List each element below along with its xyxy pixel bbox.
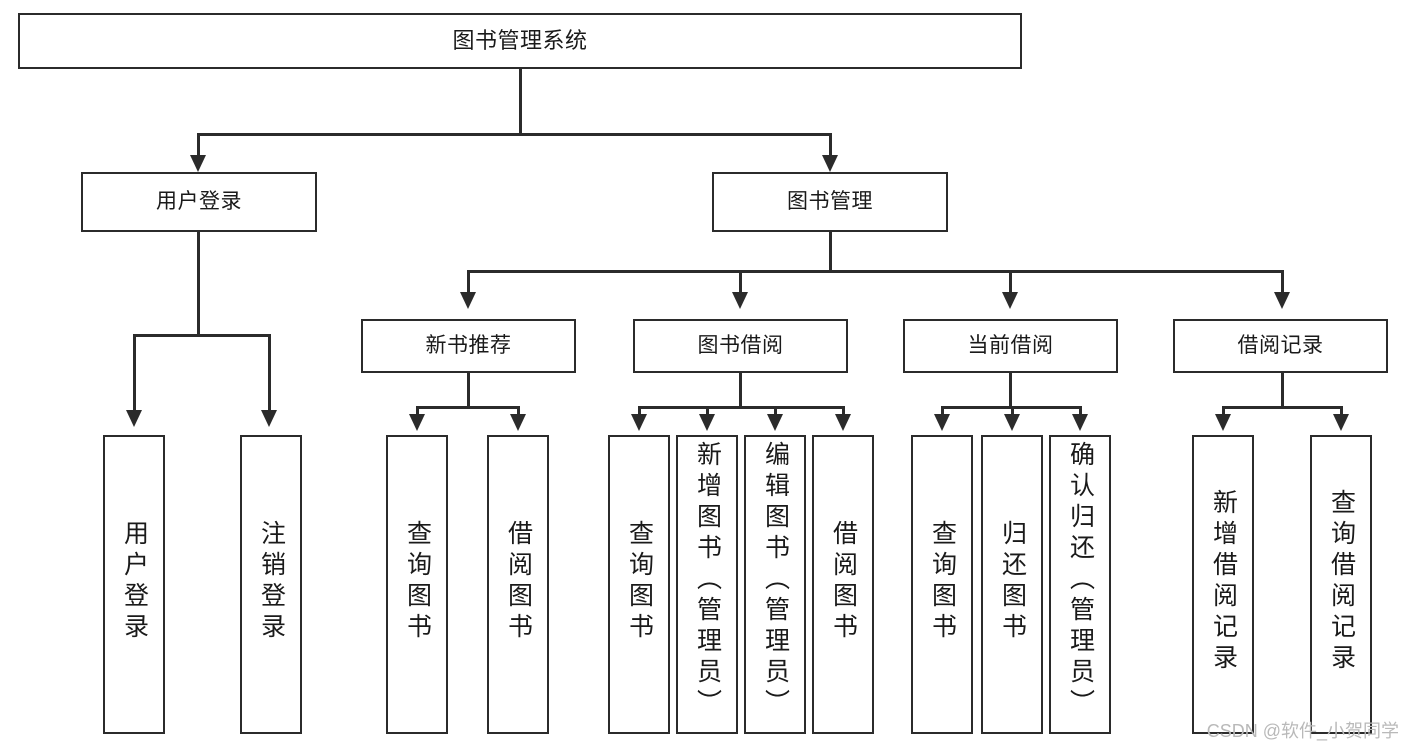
connector-new-book-stem	[467, 373, 470, 408]
connector-root-stem	[519, 69, 522, 134]
node-label: 新增借阅记录	[1209, 488, 1238, 675]
connector-user-login-drop-1	[133, 334, 136, 412]
node-label: 借阅记录	[1237, 333, 1324, 357]
node-label: 注销登录	[257, 519, 286, 644]
connector-book-manage-drop-4	[1281, 270, 1284, 294]
arrow-to-leaf-borrow-query	[631, 414, 647, 431]
connector-book-borrow-bus	[638, 406, 844, 409]
connector-root-drop-right	[829, 133, 832, 157]
node-root-book-management-system[interactable]: 图书管理系统	[18, 13, 1022, 69]
connector-current-borrow-drop-1	[941, 406, 944, 416]
node-user-login[interactable]: 用户登录	[81, 172, 317, 232]
node-label: 借阅图书	[829, 519, 858, 644]
leaf-current-query-book[interactable]: 查询图书	[911, 435, 973, 734]
arrow-to-new-book-recommend	[460, 292, 476, 309]
connector-book-manage-bus	[467, 270, 1283, 273]
connector-new-book-drop-2	[517, 406, 520, 416]
arrow-to-leaf-borrow-add	[699, 414, 715, 431]
node-book-borrow[interactable]: 图书借阅	[633, 319, 848, 373]
arrow-to-current-borrow	[1002, 292, 1018, 309]
leaf-logout[interactable]: 注销登录	[240, 435, 302, 734]
node-label: 图书管理系统	[452, 28, 588, 54]
leaf-user-login[interactable]: 用户登录	[103, 435, 165, 734]
connector-new-book-bus	[416, 406, 519, 409]
node-label: 查询图书	[625, 519, 654, 644]
node-label: 编辑图书（管理员）	[761, 441, 790, 720]
arrow-to-user-login	[190, 155, 206, 172]
connector-book-borrow-drop-1	[638, 406, 641, 416]
leaf-borrow-do-borrow-book[interactable]: 借阅图书	[812, 435, 874, 734]
leaf-record-query-borrow-record[interactable]: 查询借阅记录	[1310, 435, 1372, 734]
node-new-book-recommend[interactable]: 新书推荐	[361, 319, 576, 373]
node-label: 查询图书	[403, 519, 432, 644]
connector-book-borrow-drop-3	[774, 406, 777, 416]
connector-book-manage-drop-1	[467, 270, 470, 294]
arrow-to-leaf-user-login	[126, 410, 142, 427]
leaf-recommend-query-book[interactable]: 查询图书	[386, 435, 448, 734]
leaf-current-return-book[interactable]: 归还图书	[981, 435, 1043, 734]
arrow-to-leaf-borrow-edit	[767, 414, 783, 431]
csdn-watermark: CSDN @软件_小贺同学	[1206, 721, 1399, 741]
node-label: 用户登录	[120, 519, 149, 644]
arrow-to-leaf-borrow-do	[835, 414, 851, 431]
leaf-borrow-edit-book-admin[interactable]: 编辑图书（管理员）	[744, 435, 806, 734]
node-label: 确认归还（管理员）	[1066, 441, 1095, 720]
node-label: 借阅图书	[504, 519, 533, 644]
leaf-current-confirm-return-admin[interactable]: 确认归还（管理员）	[1049, 435, 1111, 734]
arrow-to-book-borrow	[732, 292, 748, 309]
connector-book-borrow-stem	[739, 373, 742, 408]
connector-book-manage-drop-3	[1009, 270, 1012, 294]
node-borrow-record[interactable]: 借阅记录	[1173, 319, 1388, 373]
arrow-to-leaf-cur-confirm	[1072, 414, 1088, 431]
arrow-to-book-manage	[822, 155, 838, 172]
arrow-to-borrow-record	[1274, 292, 1290, 309]
connector-borrow-record-drop-2	[1340, 406, 1343, 416]
arrow-to-leaf-rec-query	[409, 414, 425, 431]
node-label: 归还图书	[998, 519, 1027, 644]
connector-book-manage-drop-2	[739, 270, 742, 294]
connector-borrow-record-bus	[1222, 406, 1342, 409]
arrow-to-leaf-cur-return	[1004, 414, 1020, 431]
connector-current-borrow-stem	[1009, 373, 1012, 408]
leaf-borrow-query-book[interactable]: 查询图书	[608, 435, 670, 734]
connector-user-login-stem	[197, 232, 200, 335]
node-current-borrow[interactable]: 当前借阅	[903, 319, 1118, 373]
arrow-to-leaf-rec-borrow	[510, 414, 526, 431]
connector-borrow-record-drop-1	[1222, 406, 1225, 416]
connector-user-login-bus	[133, 334, 270, 337]
leaf-recommend-borrow-book[interactable]: 借阅图书	[487, 435, 549, 734]
arrow-to-leaf-rec-query2	[1333, 414, 1349, 431]
node-label: 查询图书	[928, 519, 957, 644]
leaf-borrow-add-book-admin[interactable]: 新增图书（管理员）	[676, 435, 738, 734]
connector-borrow-record-stem	[1281, 373, 1284, 408]
arrow-to-leaf-cur-query	[934, 414, 950, 431]
connector-book-manage-stem	[829, 232, 832, 272]
node-label: 图书借阅	[697, 333, 784, 357]
connector-new-book-drop-1	[416, 406, 419, 416]
node-label: 新书推荐	[425, 333, 512, 357]
connector-root-bus	[197, 133, 831, 136]
connector-current-borrow-drop-3	[1079, 406, 1082, 416]
connector-current-borrow-drop-2	[1011, 406, 1014, 416]
connector-root-drop-left	[197, 133, 200, 157]
node-label: 当前借阅	[967, 333, 1054, 357]
connector-user-login-drop-2	[268, 334, 271, 412]
arrow-to-leaf-rec-add	[1215, 414, 1231, 431]
node-label: 用户登录	[156, 189, 242, 213]
connector-book-borrow-drop-2	[706, 406, 709, 416]
node-book-management[interactable]: 图书管理	[712, 172, 948, 232]
leaf-record-add-borrow-record[interactable]: 新增借阅记录	[1192, 435, 1254, 734]
connector-book-borrow-drop-4	[842, 406, 845, 416]
node-label: 新增图书（管理员）	[693, 441, 722, 720]
arrow-to-leaf-logout	[261, 410, 277, 427]
node-label: 图书管理	[787, 189, 873, 213]
node-label: 查询借阅记录	[1327, 488, 1356, 675]
